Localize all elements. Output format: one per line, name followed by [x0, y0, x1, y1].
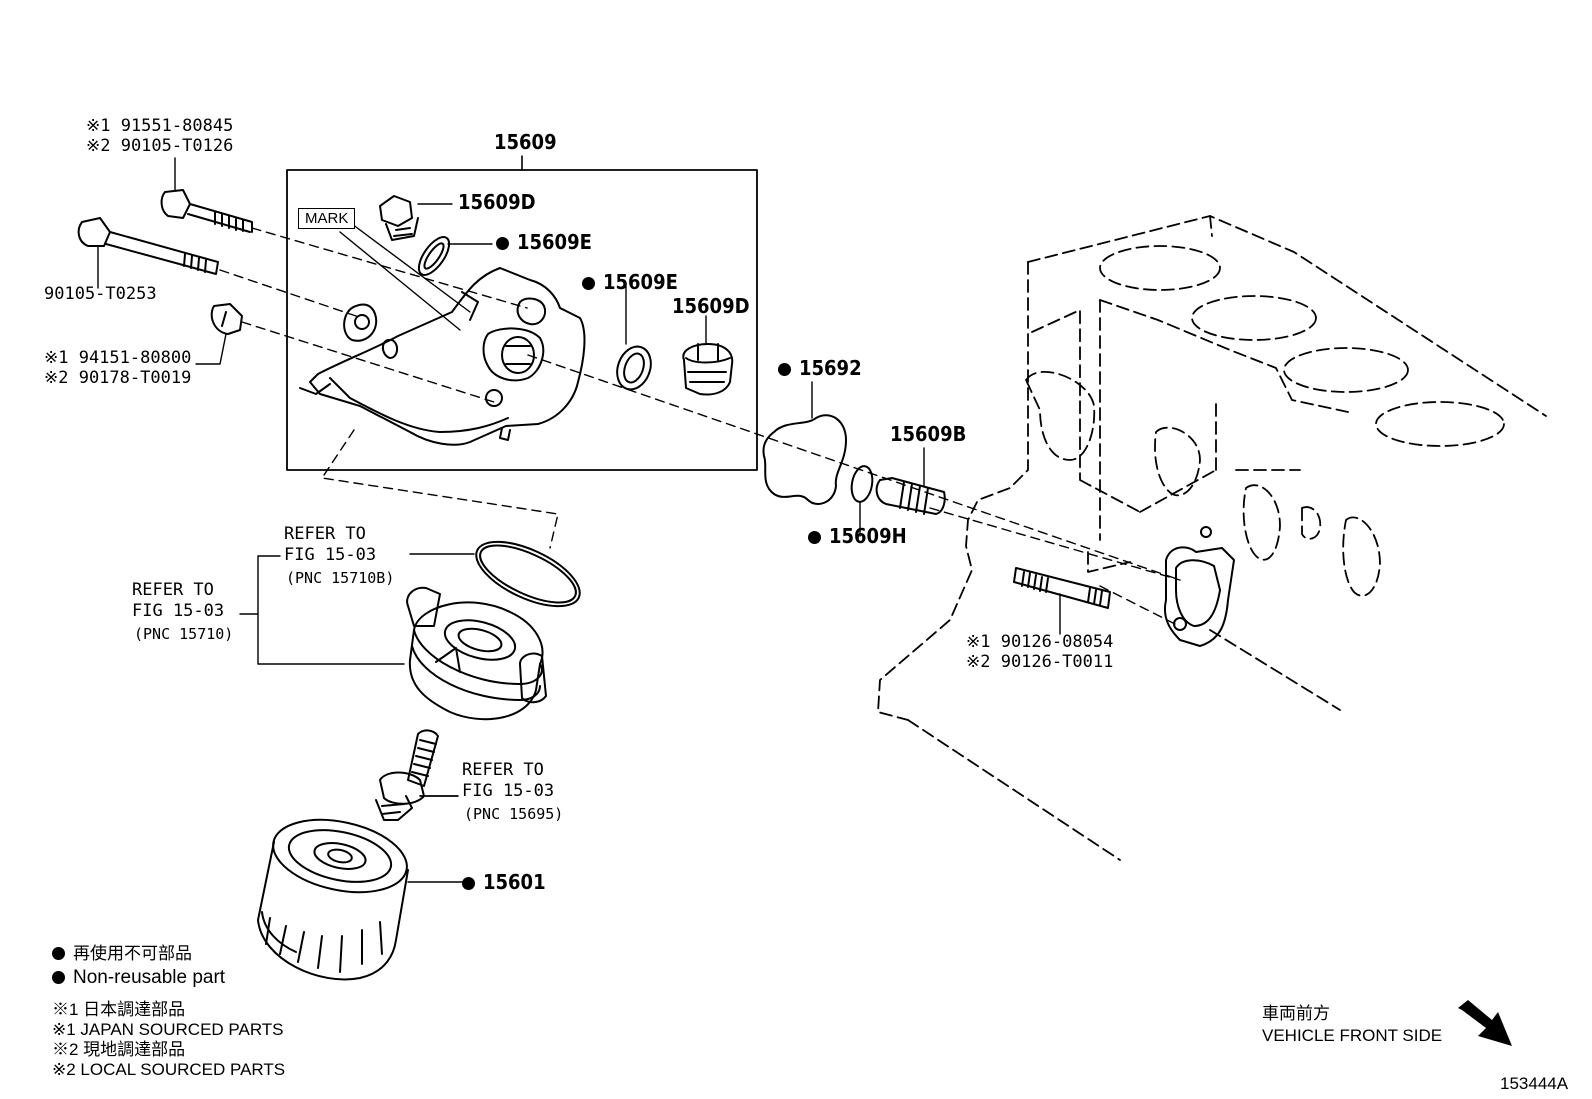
- nonreusable-dot: [496, 237, 509, 250]
- refer2-line-3: (PNC 15710): [134, 625, 234, 643]
- plug-15609D-top-label: 15609D: [458, 190, 536, 214]
- front-jp: 車両前方: [1262, 1004, 1330, 1023]
- front-en: VEHICLE FRONT SIDE: [1262, 1026, 1443, 1045]
- nut: [210, 303, 243, 335]
- mark-label: MARK: [298, 208, 356, 229]
- oil-cooler: [406, 586, 547, 721]
- legend-dot: [52, 971, 65, 984]
- nonreusable-dot: [778, 363, 791, 376]
- oring-15609H: [850, 465, 874, 503]
- legend-local-en: ※2 LOCAL SOURCED PARTS: [52, 1060, 286, 1079]
- oil-filter: [257, 818, 409, 981]
- bolt2-callout: 90105-T0253: [44, 284, 157, 304]
- refer1-line-1: REFER TO: [284, 524, 366, 544]
- refer3-line-3: (PNC 15695): [464, 805, 564, 823]
- valve-15609B: [875, 477, 946, 515]
- oring-15710B: [475, 540, 581, 608]
- plug-15609D-top: [379, 195, 419, 241]
- legend-japan-en: ※1 JAPAN SOURCED PARTS: [52, 1020, 284, 1039]
- refer1-line-3: (PNC 15710B): [286, 569, 395, 587]
- filter-15601-label: 15601: [462, 872, 546, 892]
- valve-15609B-label: 15609B: [890, 422, 967, 446]
- bolt-2: [77, 217, 219, 275]
- legend-nonreusable-jp: 再使用不可部品: [52, 944, 192, 963]
- plug-15609D-mid: [682, 343, 734, 396]
- gasket-15609E-top-label: 15609E: [496, 232, 592, 252]
- vehicle-front-arrow: [1458, 1000, 1512, 1046]
- refer2-line-1: REFER TO: [132, 580, 214, 600]
- legend-dot: [52, 947, 65, 960]
- engine-block: [877, 215, 1547, 861]
- refer1-line-2: FIG 15-03: [284, 545, 377, 565]
- bolt1-callout-2: ※2 90105-T0126: [86, 136, 234, 156]
- gasket-15692: [762, 414, 847, 505]
- plug-15609D-mid-label: 15609D: [672, 294, 750, 318]
- oil-filter-bracket: [299, 267, 586, 446]
- mounting-pad: [1164, 526, 1235, 647]
- stud-callout-1: ※1 90126-08054: [966, 632, 1114, 652]
- stud-bolt: [1013, 567, 1111, 609]
- legend-nonreusable-en: Non-reusable part: [52, 968, 225, 987]
- gasket-15692-label: 15692: [778, 358, 862, 378]
- nut-callout-1: ※1 94151-80800: [44, 348, 192, 368]
- nonreusable-dot: [582, 277, 595, 290]
- nonreusable-dot: [462, 877, 475, 890]
- oring-15609H-label: 15609H: [808, 526, 907, 546]
- gasket-15609E-top: [417, 236, 451, 276]
- refer3-line-1: REFER TO: [462, 760, 544, 780]
- nut-callout-2: ※2 90178-T0019: [44, 368, 192, 388]
- nonreusable-dot: [808, 531, 821, 544]
- union-bolt: [375, 729, 439, 821]
- refer3-line-2: FIG 15-03: [462, 781, 555, 801]
- legend-local-jp: ※2 現地調達部品: [52, 1040, 186, 1059]
- gasket-15609E-mid-label: 15609E: [582, 272, 678, 292]
- legend-japan-jp: ※1 日本調達部品: [52, 1000, 186, 1019]
- figure-id: 153444A: [1500, 1074, 1569, 1093]
- gasket-15609E-mid: [616, 345, 652, 391]
- group-15609-label: 15609: [494, 130, 557, 154]
- bolt1-callout-1: ※1 91551-80845: [86, 116, 234, 136]
- bolt-1: [160, 189, 253, 233]
- refer2-line-2: FIG 15-03: [132, 601, 225, 621]
- stud-callout-2: ※2 90126-T0011: [966, 652, 1114, 672]
